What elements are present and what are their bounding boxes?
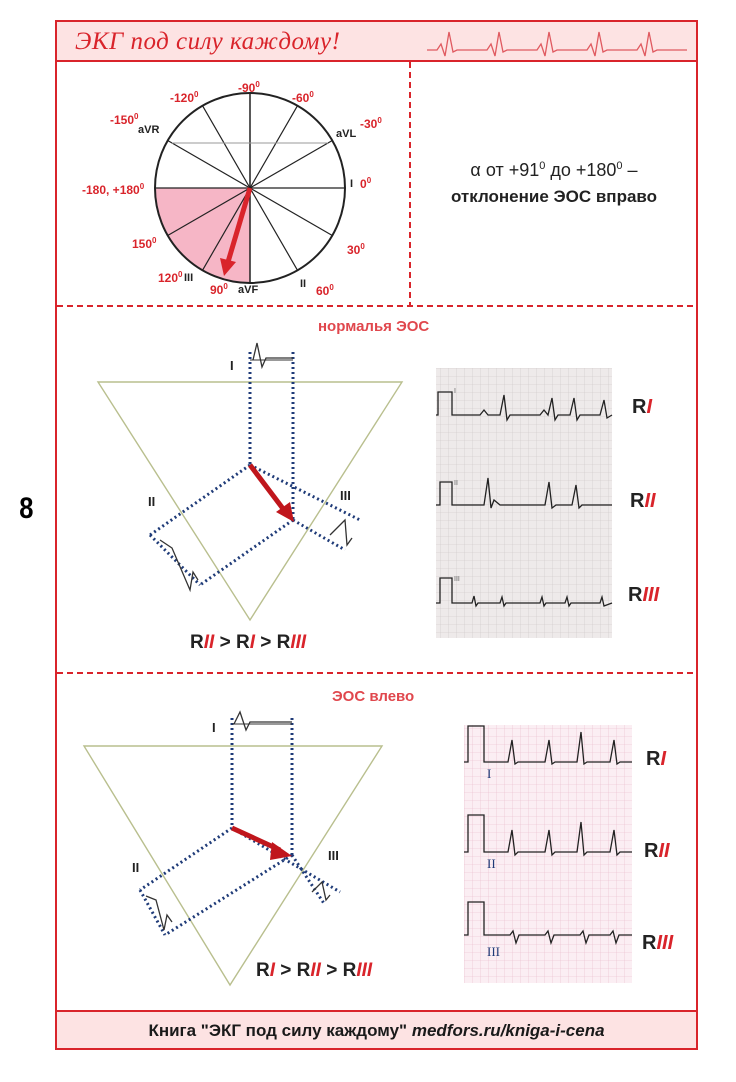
left-strip-iii: III [487, 944, 500, 959]
deviation-label: отклонение ЭОС вправо [450, 187, 658, 206]
normal-lead-iii: III [340, 488, 351, 503]
normal-strip-ii: II [454, 480, 458, 487]
deg-m150: -1500 [110, 112, 139, 127]
left-r3-label: RIII [642, 932, 674, 954]
footer-text: Книга "ЭКГ под силу каждому" medfors.ru/… [148, 1021, 605, 1040]
normal-axis-arrow-icon [248, 463, 286, 512]
deg-p150: 1500 [132, 236, 157, 251]
left-inequality: RI > RII > RIII [256, 960, 373, 981]
deg-p180: -180, +1800 [82, 182, 145, 197]
normal-strip-i: I [454, 388, 456, 395]
deg-m30: -300 [360, 116, 382, 131]
left-strip-i: I [487, 766, 492, 781]
left-section-title: ЭОС влево [332, 688, 415, 705]
deg-m90: -900 [238, 80, 260, 95]
deg-p60: 600 [316, 283, 334, 298]
left-strip-ii: II [487, 856, 496, 871]
footer-url[interactable]: medfors.ru/kniga-i-cena [411, 1021, 605, 1040]
lead-avr-label: aVR [138, 124, 160, 136]
deviation-description: α от +910 до +1800 – отклонение ЭОС впра… [410, 160, 698, 207]
header-ecg-line-icon [427, 31, 687, 57]
left-lead-i: I [212, 720, 216, 735]
normal-r3-label: RIII [628, 584, 660, 606]
left-lead-ii: II [132, 860, 140, 875]
lead-avf-label: aVF [238, 284, 259, 296]
lead-i-label: I [350, 178, 354, 190]
normal-r1-label: RI [632, 396, 653, 418]
footer-banner: Книга "ЭКГ под силу каждому" medfors.ru/… [55, 1010, 698, 1050]
deg-m60: -600 [292, 90, 314, 105]
normal-lead-i: I [230, 358, 234, 373]
header-banner: ЭКГ под силу каждому! [55, 20, 698, 62]
axis-arrow-icon [225, 187, 253, 263]
deg-p120: 1200 [158, 270, 183, 285]
normal-section-title: нормалья ЭОС [318, 318, 430, 335]
lead-avl-label: aVL [336, 128, 357, 140]
normal-inequality: RII > RI > RIII [190, 632, 307, 653]
lead-ii-label: II [300, 278, 307, 290]
left-r2-label: RII [644, 840, 670, 862]
normal-r2-label: RII [630, 490, 656, 512]
left-lead-iii: III [328, 848, 339, 863]
normal-strip-iii: III [454, 576, 460, 583]
deg-zero: 00 [360, 176, 372, 191]
deg-m120: -1200 [170, 90, 199, 105]
normal-lead-ii: II [148, 494, 156, 509]
page-number: 8 [19, 492, 34, 525]
alpha-range: α от +910 до +1800 – [470, 160, 638, 180]
header-title: ЭКГ под силу каждому! [75, 28, 341, 55]
lead-iii-label: III [184, 272, 194, 284]
deg-p90: 900 [210, 282, 228, 297]
deg-p30: 300 [347, 242, 365, 257]
left-r1-label: RI [646, 748, 667, 770]
